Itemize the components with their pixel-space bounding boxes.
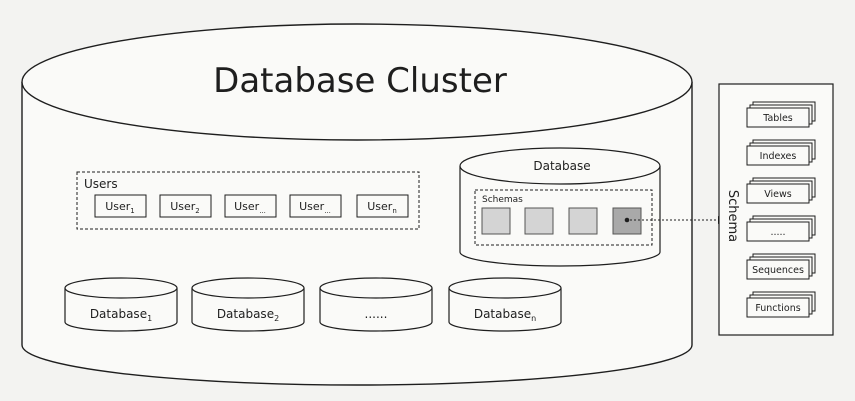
user-label-subscript: 2 [195,207,199,215]
database-body [448,288,562,332]
user-label-base: User [299,200,325,213]
user-label-base: User [367,200,393,213]
stack-card-front [746,259,810,280]
schemas-label: Schemas [482,195,523,205]
schema-box [568,207,598,235]
schema-item-stack: Functions [746,291,816,318]
database-label-small-base: ...... [365,307,388,321]
schema-item-label: Indexes [760,151,797,162]
schema-item-label: Views [764,189,792,200]
schema-item-stack: Views [746,177,816,204]
schema-item-stack: Indexes [746,139,816,166]
user-label: Usern [367,200,397,215]
users-group [76,171,420,230]
schema-item-stack: Tables [746,101,816,128]
user-box [94,194,147,218]
database-label-small-base: Database [90,307,147,321]
user-label-base: User [234,200,260,213]
database-label-small-subscript: 1 [147,314,152,323]
cluster-title: Database Cluster [213,61,507,101]
user-label: User... [234,200,266,215]
database-top [191,277,305,299]
user-label-subscript: ... [259,207,266,215]
schema-item-label: ..... [770,227,785,238]
database-body [64,288,178,332]
user-box [356,194,409,218]
database-cylinder-small: Database1 [64,277,178,332]
user-box [159,194,212,218]
database-label-small-base: Database [474,307,531,321]
schemas-group [474,189,653,246]
database-label-small: ...... [365,307,388,321]
stack-card-front [746,221,810,242]
database-label-small-subscript: n [531,314,536,323]
user-label-subscript: n [392,207,396,215]
user-label-base: User [170,200,196,213]
schema-box [524,207,554,235]
database-label-small-base: Database [217,307,274,321]
schema-item-stack: Sequences [746,253,816,280]
schema-item-stack: ..... [746,215,816,242]
users-label: Users [84,177,118,191]
database-body [191,288,305,332]
database-label: Database [533,159,590,173]
stack-card-front [746,183,810,204]
database-label-small: Databasen [474,307,536,323]
schema-item-label: Sequences [752,265,804,276]
user-label: User... [299,200,331,215]
database-top [319,277,433,299]
user-label-subscript: 1 [130,207,134,215]
user-label: User2 [170,200,200,215]
user-box [224,194,277,218]
user-label-subscript: ... [324,207,331,215]
user-label-base: User [105,200,131,213]
schema-box [481,207,511,235]
database-label-small: Database2 [217,307,279,323]
database-body [319,288,433,332]
schema-item-label: Functions [755,303,800,314]
stack-card-front [746,145,810,166]
database-label-small-subscript: 2 [274,314,279,323]
database-top [448,277,562,299]
database-cylinder [459,147,661,267]
user-box [289,194,342,218]
schema-link-dot [624,217,630,223]
user-label: User1 [105,200,135,215]
schema-panel-label: Schema [725,190,740,242]
stack-card-front [746,297,810,318]
database-label-small: Database1 [90,307,152,323]
schema-item-label: Tables [762,113,793,124]
database-cylinder-small: Database2 [191,277,305,332]
database-cylinder-small: ...... [319,277,433,332]
stack-card-front [746,107,810,128]
database-top [64,277,178,299]
database-cylinder-small: Databasen [448,277,562,332]
